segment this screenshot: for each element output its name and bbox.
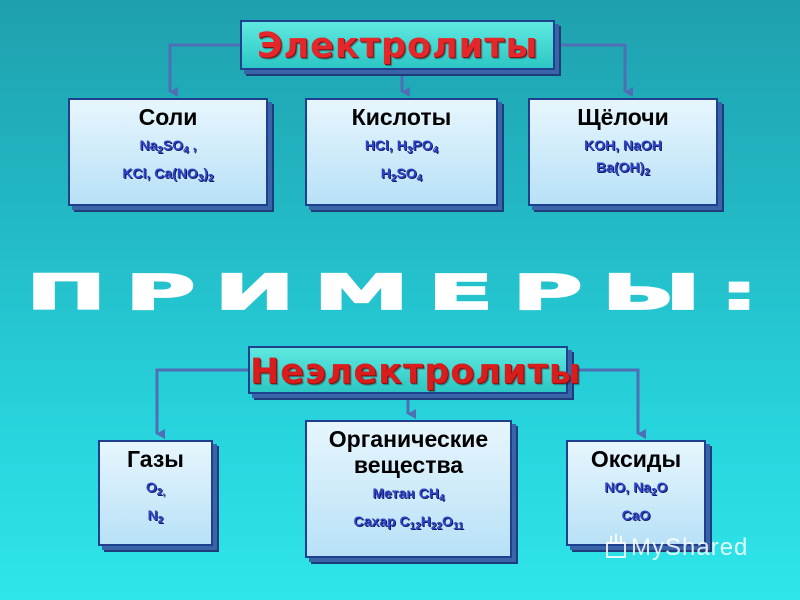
category-title: Соли xyxy=(138,104,198,130)
category-title: Органические вещества xyxy=(328,426,489,478)
formula-line: N2 xyxy=(147,507,164,526)
connector-to-soli xyxy=(168,43,240,97)
electrolytes-title: Электролиты xyxy=(256,26,539,66)
formula-line: NO, Na2O xyxy=(604,479,668,498)
non-electrolytes-title: Неэлектролиты xyxy=(250,352,582,392)
formula-line: KCl, Ca(NO3)2 xyxy=(122,165,214,184)
watermark: MyShared xyxy=(605,533,748,562)
examples-heading: ПРИМЕРЫ: xyxy=(25,264,778,322)
category-title: Оксиды xyxy=(590,446,682,472)
formula-line: Ba(OH)2 xyxy=(596,159,650,178)
category-title: Газы xyxy=(127,446,184,472)
category-title: Щёлочи xyxy=(577,104,669,130)
formula-line: Метан CH4 xyxy=(372,485,445,504)
formula-line: Сахар C12H22O11 xyxy=(353,513,464,532)
formula-line: Na2SO4 , xyxy=(139,137,197,156)
electrolytes-title-box: Электролиты xyxy=(240,20,555,70)
formula-line: H2SO4 xyxy=(380,165,423,184)
non-electrolytes-title-box: Неэлектролиты xyxy=(248,346,580,394)
connector-to-shchelochi xyxy=(555,43,633,97)
formula-line: O2, xyxy=(145,479,166,498)
formula-line: CaO xyxy=(621,507,651,523)
connector-to-gazy xyxy=(155,368,248,439)
category-title: Кислоты xyxy=(351,104,452,130)
formula-line: HCl, H3PO4 xyxy=(364,137,439,156)
watermark-text: MyShared xyxy=(631,534,749,561)
formula-line: KOH, NaOH xyxy=(584,137,662,153)
watermark-logo-icon xyxy=(606,534,626,558)
